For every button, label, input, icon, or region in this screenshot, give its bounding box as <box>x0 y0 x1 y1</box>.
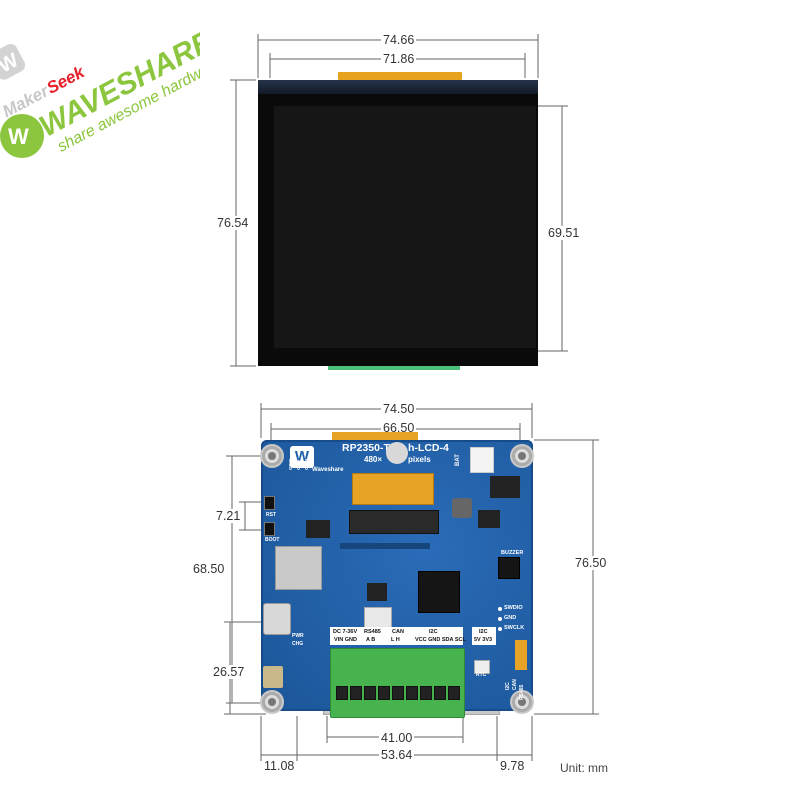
dim-top-inner-width: 71.86 <box>381 52 417 66</box>
usb-c-port[interactable] <box>263 603 291 635</box>
terminal-screw-4[interactable] <box>378 686 390 700</box>
rtc-connector <box>474 660 490 674</box>
mount-hole-top-left <box>262 446 282 466</box>
silk-gnd: GND <box>504 615 517 621</box>
silk-swdio: SWDIO <box>504 605 523 611</box>
swdio-pad <box>498 607 502 611</box>
ic-right <box>478 510 500 528</box>
screw-terminal-block <box>330 648 465 718</box>
lcd-fpc-cable <box>338 72 462 80</box>
label-i2c-pins: VCC GND SDA SCL <box>415 637 466 643</box>
silk-swclk: SWCLK <box>504 625 525 631</box>
label-can-pins: L H <box>391 637 400 643</box>
screen-connector-knob <box>386 442 408 464</box>
silk-board-name-b: h-LCD-4 <box>408 442 449 454</box>
inductor-bottom <box>263 666 283 688</box>
label-dc-pins: VIN GND <box>334 637 357 643</box>
label-can-title: CAN <box>392 629 404 635</box>
silk-board-name-a: RP2350-T <box>342 442 390 454</box>
swclk-pad <box>498 627 502 631</box>
dim-board-width: 74.50 <box>381 402 417 416</box>
mount-hole-bottom-left <box>262 692 282 712</box>
silk-gpio-a: GPIO <box>288 458 293 470</box>
label-i2c-title: I2C <box>429 629 438 635</box>
terminal-screw-7[interactable] <box>420 686 432 700</box>
dim-button-offset: 7.21 <box>214 509 243 523</box>
dim-hole-spacing-height: 68.50 <box>191 562 227 576</box>
silk-rtc: RTC <box>476 672 487 678</box>
silk-buzzer: BUZZER <box>501 550 524 556</box>
voltage-label-strip <box>472 627 496 645</box>
dim-left-margin: 11.08 <box>262 759 297 773</box>
power-inductor <box>452 498 472 518</box>
ic-center <box>367 583 387 601</box>
silk-side-can: CAN <box>512 679 518 690</box>
waveshare-board-logo: W <box>290 446 314 468</box>
unit-note: Unit: mm <box>560 761 608 775</box>
silk-boot: BOOT <box>265 537 280 543</box>
fpc-socket <box>349 510 439 534</box>
terminal-screw-6[interactable] <box>406 686 418 700</box>
lcd-bottom-tab <box>328 366 460 370</box>
buzzer <box>498 557 520 579</box>
pcb-trace-band <box>340 543 430 549</box>
silk-rst: RST <box>266 512 276 518</box>
battery-connector <box>470 447 494 473</box>
dim-usb-offset: 26.57 <box>211 665 247 679</box>
terminal-label-strip <box>330 627 463 645</box>
waveshare-watermark-logo: W Maker Seek WAVESHARE share awesome har… <box>0 24 200 158</box>
white-connector-center <box>364 607 392 629</box>
dim-top-screen-height: 69.51 <box>546 226 582 240</box>
terminal-screw-9[interactable] <box>448 686 460 700</box>
mount-hole-top-right <box>512 446 532 466</box>
silk-side-rs485: RS485 <box>519 684 525 700</box>
pcb-fpc-tail <box>332 432 418 442</box>
fpc-connector-top <box>352 473 434 505</box>
terminal-screw-3[interactable] <box>364 686 376 700</box>
dim-top-outer-height: 76.54 <box>215 216 251 230</box>
dip-switch[interactable] <box>515 640 527 670</box>
label-rs485-title: RS485 <box>364 629 381 635</box>
mount-hole-bottom-right <box>512 692 532 712</box>
terminal-screw-5[interactable] <box>392 686 404 700</box>
rst-button[interactable] <box>264 496 275 510</box>
ic-left <box>306 520 330 538</box>
sd-card-slot <box>275 546 322 590</box>
boot-button[interactable] <box>264 522 275 536</box>
terminal-screw-8[interactable] <box>434 686 446 700</box>
terminal-screw-1[interactable] <box>336 686 348 700</box>
lcd-active-area <box>274 106 536 348</box>
silk-resolution-a: 480× <box>364 455 383 464</box>
silk-pwr: PWR <box>292 633 304 639</box>
regulator-chip <box>490 476 520 498</box>
rp2350-mcu-chip <box>418 571 460 613</box>
svg-text:W: W <box>8 124 29 149</box>
dim-terminal-width: 41.00 <box>379 731 415 745</box>
label-voltage-pins: 5V 3V3 <box>474 637 493 643</box>
silk-gpio-b: GPIO <box>304 458 309 470</box>
label-rs485-pins: A B <box>366 637 376 643</box>
silk-gpio-gnd: GND <box>296 460 301 470</box>
dim-top-outer-width: 74.66 <box>381 33 417 47</box>
label-dc-title: DC 7-36V <box>333 629 358 635</box>
silk-chg: CHG <box>292 641 304 647</box>
dim-board-height: 76.50 <box>573 556 609 570</box>
dim-right-margin: 9.78 <box>498 759 527 773</box>
label-voltage-title: I2C <box>479 629 488 635</box>
silk-brand: Waveshare <box>312 467 344 473</box>
silk-bat: BAT <box>455 454 461 466</box>
gnd-pad <box>498 617 502 621</box>
silk-resolution-b: pixels <box>408 455 431 464</box>
lcd-top-bezel <box>258 80 538 94</box>
silk-side-i2c: I2C <box>505 682 511 690</box>
dim-bracket-width: 53.64 <box>379 748 415 762</box>
terminal-screw-2[interactable] <box>350 686 362 700</box>
dim-hole-spacing-width: 66.50 <box>381 421 417 435</box>
